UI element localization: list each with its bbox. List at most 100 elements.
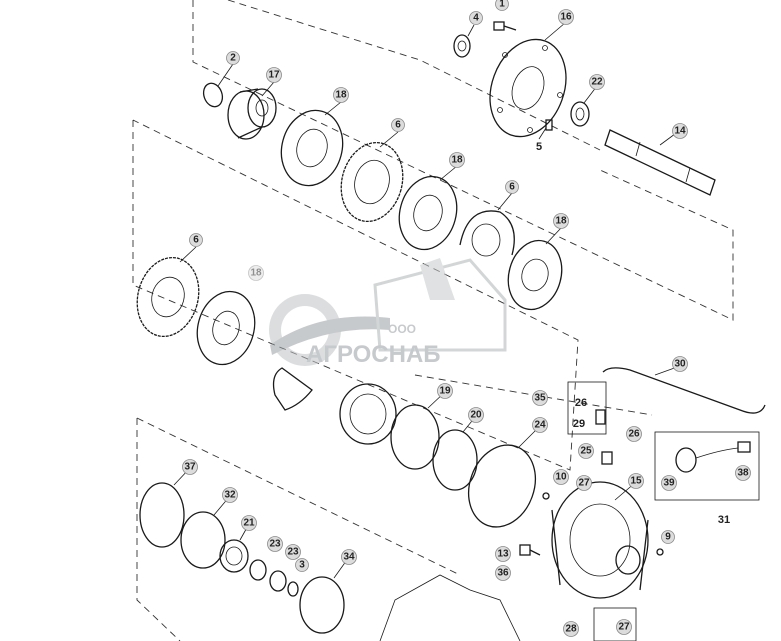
callout-23-b: 23 xyxy=(285,544,301,560)
part-gear-17 xyxy=(227,88,277,140)
part-oring-34 xyxy=(299,576,345,634)
part-hub-19a xyxy=(339,383,397,445)
part-washer-1 xyxy=(453,34,471,58)
callout-1: 1 xyxy=(495,0,509,11)
part-oring-20 xyxy=(432,429,478,491)
part-disc-18-c xyxy=(507,239,563,311)
svg-text:19: 19 xyxy=(439,386,451,397)
svg-text:3: 3 xyxy=(299,560,305,571)
part-disc-18-b xyxy=(398,175,458,251)
part-pin-5 xyxy=(545,119,553,131)
svg-text:38: 38 xyxy=(737,468,749,479)
svg-text:27: 27 xyxy=(618,622,630,633)
part-oring-37 xyxy=(139,482,185,548)
callout-14: 14 xyxy=(672,123,688,139)
callout-22: 22 xyxy=(589,74,605,90)
svg-text:4: 4 xyxy=(473,13,479,24)
svg-text:18: 18 xyxy=(451,155,463,166)
callout-18-c: 18 xyxy=(553,213,569,229)
part-plate-6-c xyxy=(136,256,200,338)
svg-text:31: 31 xyxy=(718,514,730,526)
callout-21: 21 xyxy=(241,515,257,531)
watermark-prefix: ООО xyxy=(388,322,416,336)
callout-2: 2 xyxy=(226,51,240,65)
svg-text:13: 13 xyxy=(497,549,509,560)
callout-27-b: 27 xyxy=(616,619,632,635)
svg-text:20: 20 xyxy=(470,410,482,421)
part-bearing-21 xyxy=(219,539,249,573)
label-5: 5 xyxy=(536,141,542,153)
callout-13: 13 xyxy=(495,546,511,562)
part-disc-18-a xyxy=(280,109,344,187)
svg-text:27: 27 xyxy=(578,478,590,489)
callout-4: 4 xyxy=(469,11,483,25)
watermark-company-name: АГРОСНАБ xyxy=(306,341,441,368)
svg-text:28: 28 xyxy=(565,624,577,635)
callout-15: 15 xyxy=(628,473,644,489)
svg-text:32: 32 xyxy=(224,490,236,501)
svg-text:16: 16 xyxy=(560,12,572,23)
svg-text:34: 34 xyxy=(343,552,355,563)
svg-text:6: 6 xyxy=(395,120,401,131)
callout-35: 35 xyxy=(532,390,548,406)
detail-box-31 xyxy=(654,431,760,501)
svg-text:25: 25 xyxy=(580,446,592,457)
callout-37: 37 xyxy=(182,459,198,475)
svg-text:26: 26 xyxy=(575,397,587,409)
part-disc-18-d xyxy=(196,290,256,366)
part-housing-15 xyxy=(551,481,649,599)
leader-lines xyxy=(173,22,681,579)
watermark: ООО АГРОСНАБ xyxy=(269,258,507,368)
svg-text:14: 14 xyxy=(674,126,686,137)
part-bolt-4 xyxy=(493,21,517,31)
svg-text:24: 24 xyxy=(534,420,546,431)
part-seal-22 xyxy=(570,101,590,127)
callout-34: 34 xyxy=(341,549,357,565)
svg-text:36: 36 xyxy=(497,568,509,579)
svg-text:9: 9 xyxy=(665,532,671,543)
callout-28: 28 xyxy=(563,621,579,637)
part-bolt-13 xyxy=(519,544,541,556)
part-cover-16 xyxy=(489,38,567,138)
callout-9: 9 xyxy=(661,530,675,544)
svg-text:6: 6 xyxy=(193,235,199,246)
callout-38: 38 xyxy=(735,465,751,481)
svg-text:29: 29 xyxy=(573,418,585,430)
svg-text:18: 18 xyxy=(555,216,567,227)
callout-32: 32 xyxy=(222,487,238,503)
part-shaft-14 xyxy=(604,129,716,196)
part-oring-32 xyxy=(180,511,226,569)
svg-text:35: 35 xyxy=(534,393,546,404)
callout-20: 20 xyxy=(468,407,484,423)
svg-text:21: 21 xyxy=(243,518,255,529)
callout-27-a: 27 xyxy=(576,475,592,491)
part-ring-23-b xyxy=(269,570,287,592)
callout-18-b: 18 xyxy=(449,152,465,168)
part-ring-3 xyxy=(287,581,299,597)
svg-text:26: 26 xyxy=(628,429,640,440)
callout-18-a: 18 xyxy=(333,87,349,103)
svg-text:10: 10 xyxy=(555,472,567,483)
part-plate-6-a xyxy=(340,141,404,223)
svg-text:23: 23 xyxy=(287,547,299,558)
callout-17: 17 xyxy=(266,67,282,83)
callout-23-a: 23 xyxy=(267,536,283,552)
callout-6-a: 6 xyxy=(391,118,405,132)
callout-6-c: 6 xyxy=(189,233,203,247)
svg-text:22: 22 xyxy=(591,77,603,88)
callout-16: 16 xyxy=(558,9,574,25)
part-plate-6-b xyxy=(459,210,515,257)
callout-6-b: 6 xyxy=(505,180,519,194)
callout-18-d: 18 xyxy=(248,265,264,281)
label-26-a: 26 xyxy=(575,397,587,409)
callout-25: 25 xyxy=(578,443,594,459)
part-lower-housing xyxy=(379,574,521,641)
callout-26-b: 26 xyxy=(626,426,642,442)
label-31: 31 xyxy=(718,514,730,526)
svg-text:6: 6 xyxy=(509,182,515,193)
svg-text:15: 15 xyxy=(630,476,642,487)
svg-text:23: 23 xyxy=(269,539,281,550)
part-ball-9 xyxy=(656,548,664,556)
part-snap-ring-2 xyxy=(202,82,224,108)
